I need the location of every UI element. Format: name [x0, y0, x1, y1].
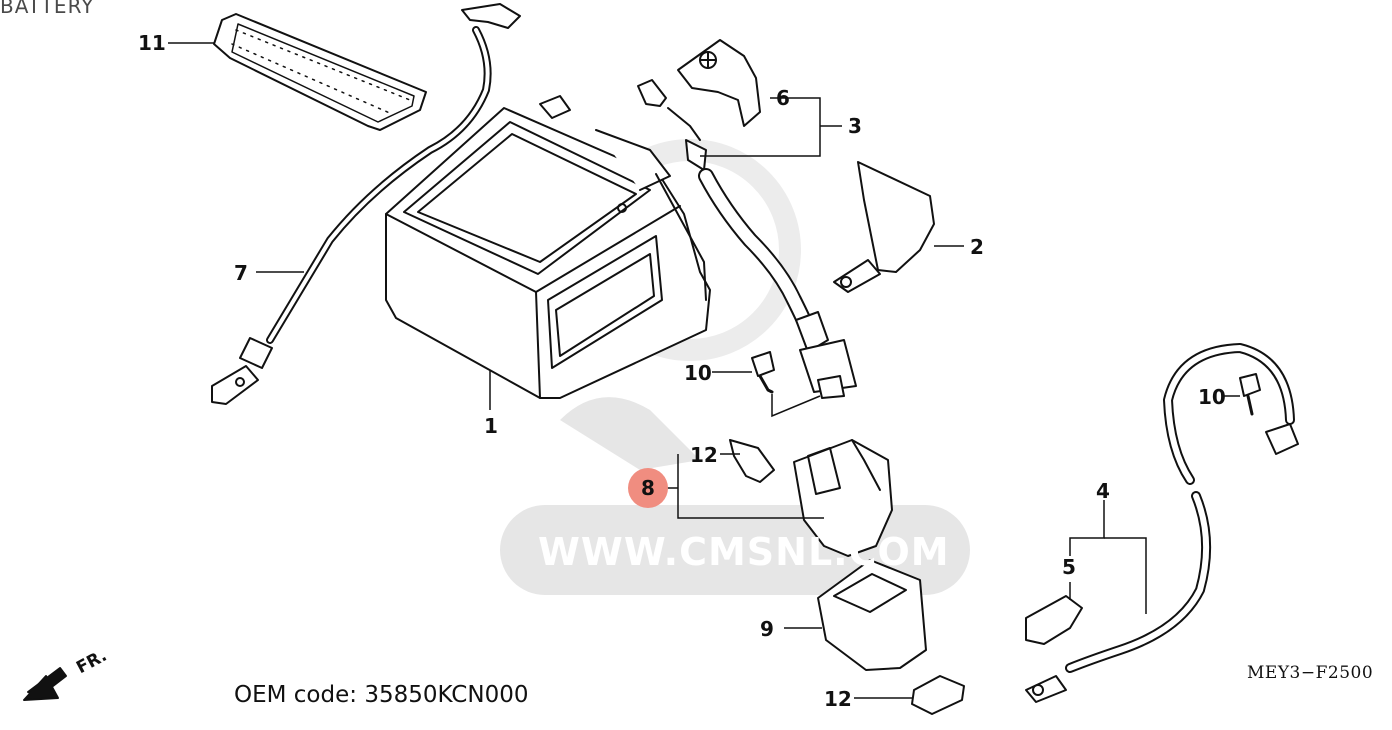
callout-10-right[interactable]: 10 — [1198, 385, 1226, 409]
front-arrow — [23, 667, 67, 701]
callout-8-highlighted[interactable]: 8 — [628, 468, 668, 508]
fuse-12-bottom — [911, 675, 965, 715]
terminal-cover — [677, 39, 761, 127]
battery — [385, 95, 711, 399]
relay-cover — [817, 559, 927, 671]
bolt-10-right — [1239, 373, 1261, 416]
diagram-code: MEY3−F2500 — [1247, 663, 1374, 683]
battery-strap — [213, 13, 427, 131]
fuse-12-top — [729, 439, 775, 483]
callout-3[interactable]: 3 — [848, 114, 862, 138]
watermark-text: WWW.CMSNL.COM — [538, 530, 950, 574]
callout-7[interactable]: 7 — [234, 261, 248, 285]
callout-10-left[interactable]: 10 — [684, 361, 712, 385]
callout-9[interactable]: 9 — [760, 617, 774, 641]
callout-2[interactable]: 2 — [970, 235, 984, 259]
positive-cable — [637, 79, 857, 399]
callout-4[interactable]: 4 — [1096, 479, 1110, 503]
callout-6[interactable]: 6 — [776, 86, 790, 110]
negative-cable — [211, 3, 521, 405]
starter-relay — [793, 439, 893, 557]
terminal-cover-2 — [833, 161, 935, 293]
callout-12-top[interactable]: 12 — [690, 443, 718, 467]
callout-1[interactable]: 1 — [484, 414, 498, 438]
page-title: BATTERY — [0, 0, 95, 18]
callout-5[interactable]: 5 — [1062, 555, 1076, 579]
oem-code: OEM code: 35850KCN000 — [234, 682, 529, 708]
callout-12-bottom[interactable]: 12 — [824, 687, 852, 711]
callout-11[interactable]: 11 — [138, 31, 166, 55]
starter-cable — [1025, 343, 1299, 703]
leader-lines — [168, 42, 1240, 699]
terminal-boot — [1025, 595, 1083, 645]
bolt-10-left — [751, 351, 775, 394]
